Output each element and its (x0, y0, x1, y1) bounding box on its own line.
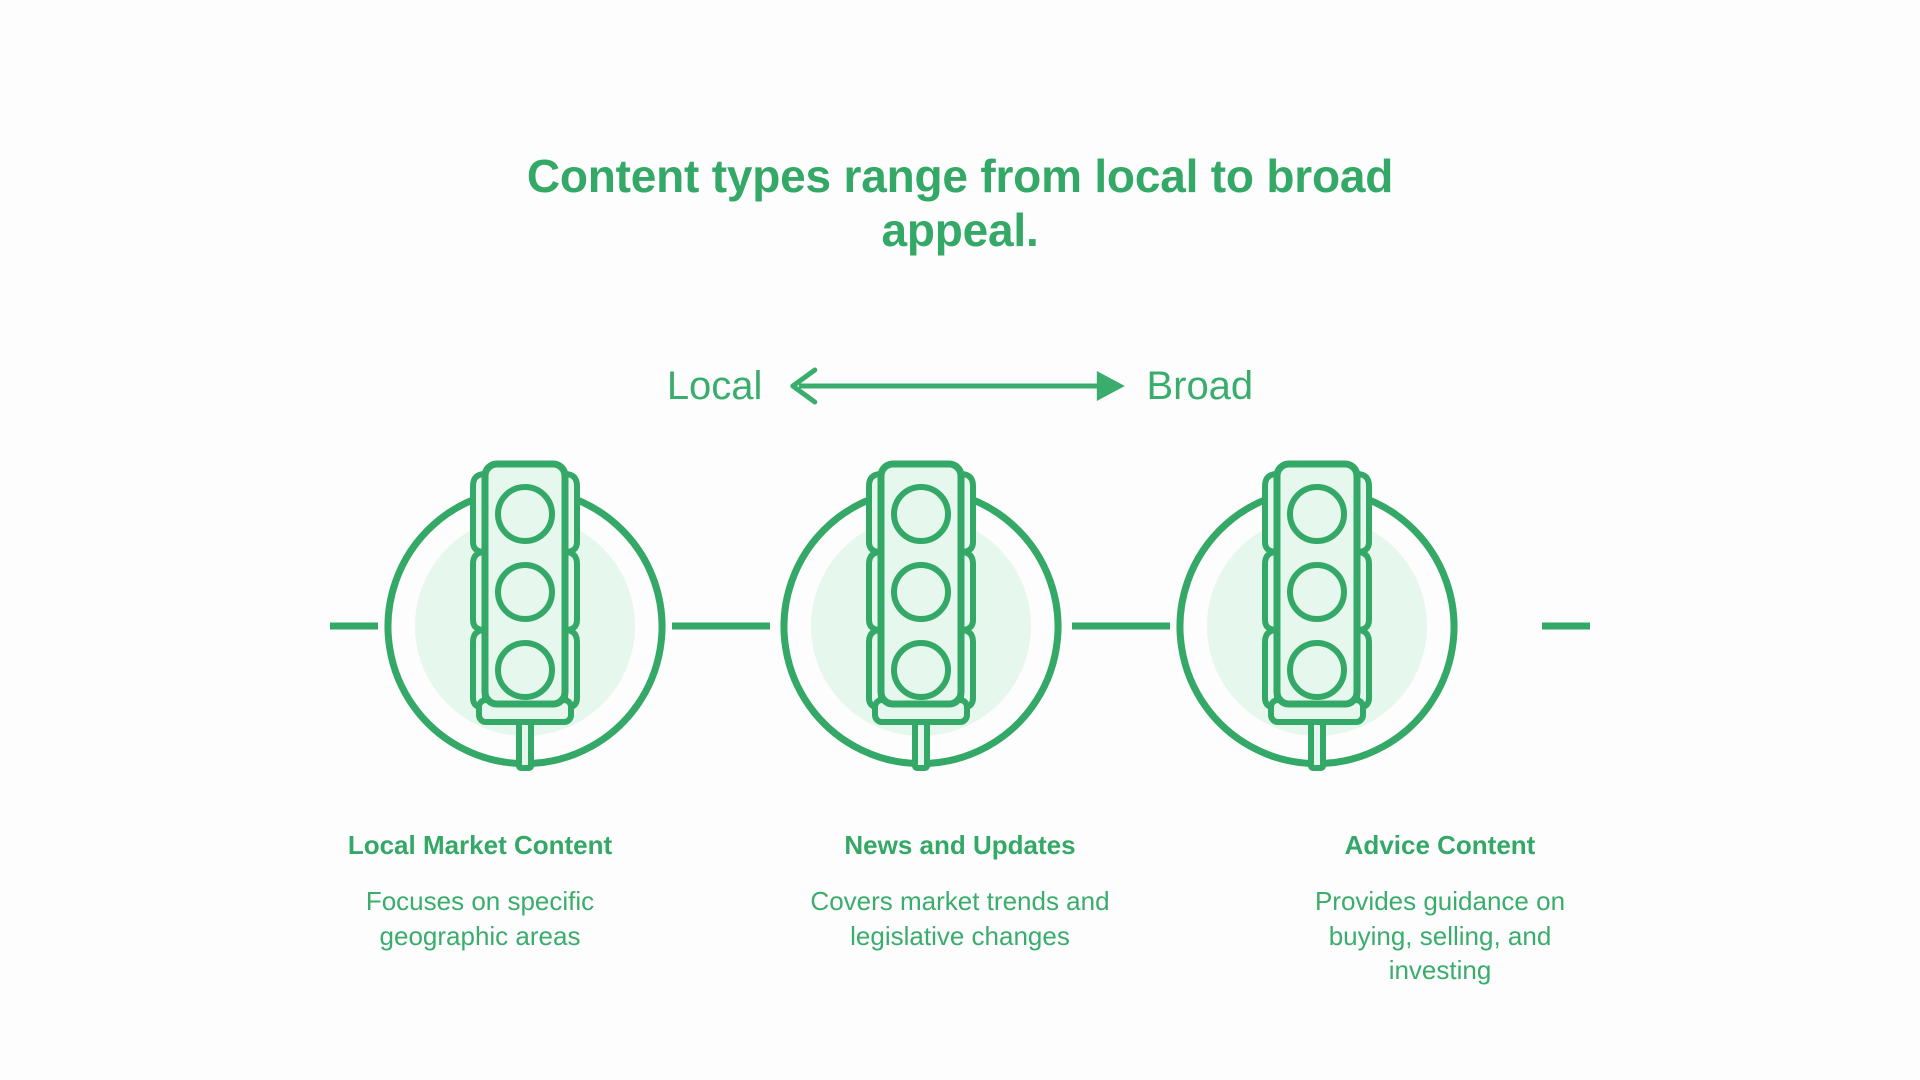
traffic-light-icon-1 (388, 464, 662, 768)
column-local-market-content: Local Market Content Focuses on specific… (330, 828, 630, 987)
column-description: Covers market trends and legislative cha… (810, 886, 1110, 951)
column-advice-content: Advice Content Provides guidance on buyi… (1290, 828, 1590, 987)
column-title: Advice Content (1344, 830, 1536, 860)
traffic-light-icon-2 (784, 464, 1058, 768)
caption-row: Local Market Content Focuses on specific… (330, 828, 1590, 987)
traffic-light-icon-3 (1180, 464, 1454, 768)
column-description: Focuses on specific geographic areas (365, 886, 595, 951)
column-description: Provides guidance on buying, selling, an… (1314, 886, 1566, 985)
scale-right-label: Broad (1146, 364, 1254, 408)
column-news-and-updates: News and Updates Covers market trends an… (810, 828, 1110, 987)
scale-indicator: Local Broad (667, 364, 1253, 408)
diagram-svg (330, 444, 1590, 804)
double-headed-arrow-icon (789, 367, 1125, 405)
scale-left-label: Local (666, 364, 763, 408)
traffic-light-diagram (330, 444, 1590, 804)
page-title: Content types range from local to broad … (526, 149, 1394, 257)
column-title: News and Updates (844, 830, 1076, 860)
column-title: Local Market Content (347, 830, 613, 860)
